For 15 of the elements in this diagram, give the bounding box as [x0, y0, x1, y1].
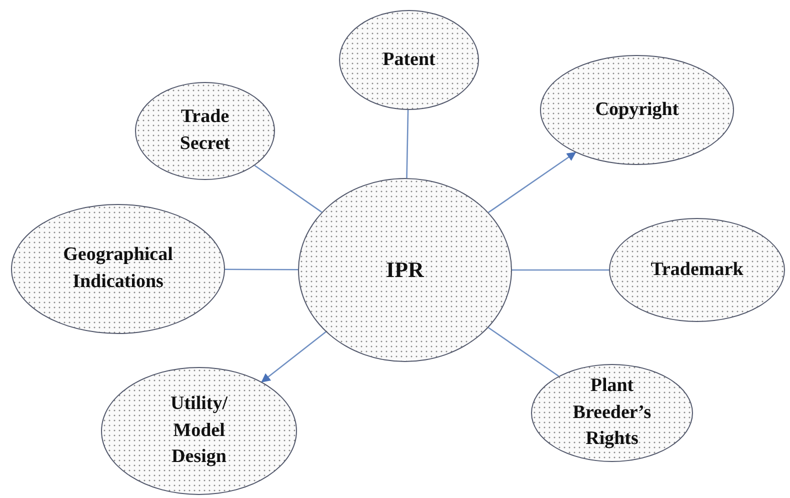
node-label: Plant Breeder’s Rights	[572, 374, 652, 452]
node-label: Copyright	[595, 98, 679, 122]
node-label: Patent	[382, 48, 436, 72]
connector-line	[488, 152, 576, 213]
connector-line	[488, 327, 559, 377]
connector-line	[254, 165, 322, 213]
connector-line	[512, 269, 609, 271]
node-label: Trademark	[650, 258, 744, 282]
connector-line	[261, 331, 326, 382]
node-label: Utility/ Model Design	[170, 392, 229, 470]
node-label: IPR	[386, 256, 424, 284]
connector-line	[225, 268, 298, 270]
node-label: Trade Secret	[178, 105, 232, 156]
connector-line	[406, 110, 409, 178]
node-label: Geographical Indications	[62, 243, 174, 294]
